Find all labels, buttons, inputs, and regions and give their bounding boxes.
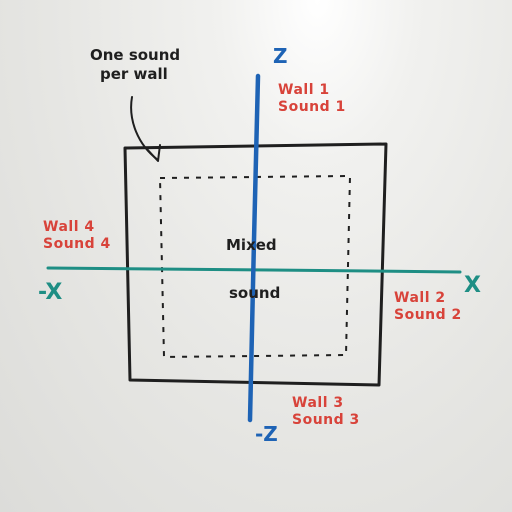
center-label-top: Mixed [226,236,277,254]
wall-2-label: Wall 2 Sound 2 [394,290,462,324]
wall-3-sound: Sound 3 [292,412,360,428]
room-outline [123,142,388,387]
annotation-line-1: One sound [90,46,181,64]
annotation-arrow [130,96,159,161]
arrow-head-icon [145,144,161,162]
x-axis-line [46,266,462,274]
axis-z-positive-label: Z [273,44,288,68]
wall-1-sound: Sound 1 [278,99,346,115]
axis-x-negative-label: -X [38,280,63,305]
wall-4-sound: Sound 4 [43,236,111,252]
wall-3-label: Wall 3 Sound 3 [292,395,360,429]
z-axis-line [247,73,261,423]
wall-1-name: Wall 1 [278,82,330,98]
wall-4-name: Wall 4 [43,219,95,235]
annotation-label: One sound per wall [90,46,180,84]
wall-3-name: Wall 3 [292,395,344,411]
wall-1-label: Wall 1 Sound 1 [278,82,346,116]
wall-2-name: Wall 2 [394,290,446,306]
annotation-line-2: per wall [100,65,168,83]
wall-4-label: Wall 4 Sound 4 [43,219,111,253]
axis-x-positive-label: X [464,273,481,298]
wall-2-sound: Sound 2 [394,307,462,323]
axis-z-negative-label: -Z [255,422,278,446]
center-label-bottom: sound [229,284,281,302]
